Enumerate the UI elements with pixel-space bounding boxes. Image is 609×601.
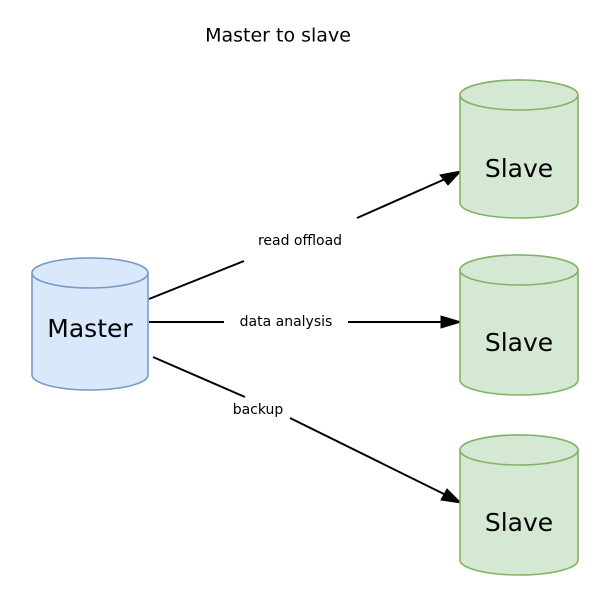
edge-backup-label: backup <box>233 402 284 418</box>
edge-backup-segment-b <box>289 417 451 498</box>
edge-read-offload-segment-a <box>148 260 245 300</box>
node-slave-2[interactable]: Slave <box>459 254 579 396</box>
node-slave-3[interactable]: Slave <box>459 434 579 576</box>
master-cylinder-top <box>31 257 149 289</box>
edge-backup-arrowhead-icon <box>440 488 463 504</box>
node-master-label: Master <box>47 314 133 343</box>
page-title: Master to slave <box>205 25 351 47</box>
edge-backup[interactable]: backup <box>152 356 463 504</box>
edge-data-analysis-arrowhead-icon <box>440 315 463 329</box>
slave-2-cylinder-top <box>459 254 579 286</box>
node-slave-1-label: Slave <box>485 154 553 183</box>
edge-data-analysis[interactable]: data analysis <box>149 314 463 330</box>
node-slave-3-label: Slave <box>485 508 553 537</box>
edge-read-offload[interactable]: read offload <box>148 170 463 300</box>
edge-read-offload-label: read offload <box>258 233 342 249</box>
edge-backup-segment-a <box>152 356 246 398</box>
node-master[interactable]: Master <box>31 257 149 391</box>
edge-read-offload-arrowhead-icon <box>439 170 463 186</box>
edge-data-analysis-label: data analysis <box>240 314 333 330</box>
node-slave-1[interactable]: Slave <box>459 79 579 219</box>
edge-read-offload-segment-b <box>356 175 453 219</box>
node-slave-2-label: Slave <box>485 328 553 357</box>
slave-1-cylinder-top <box>459 79 579 111</box>
slave-3-cylinder-top <box>459 434 579 466</box>
